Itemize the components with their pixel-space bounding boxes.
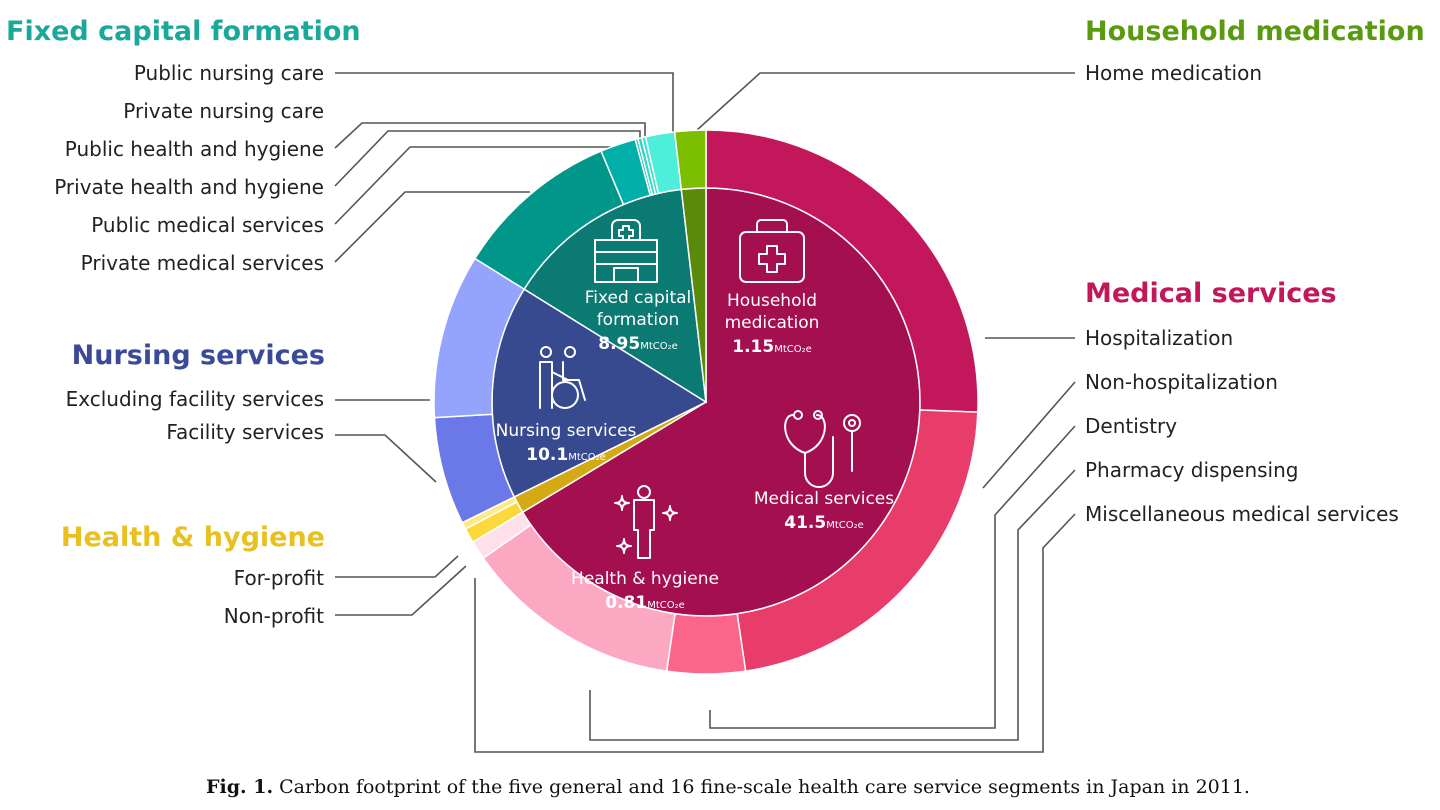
caption-text: Carbon footprint of the five general and… <box>279 776 1250 798</box>
outer-segment-home-medication <box>673 129 707 191</box>
label-excluding-facility-services: Excluding facility services <box>66 387 324 411</box>
group-title-medical-services: Medical services <box>1085 278 1337 309</box>
label-private-medical-services: Private medical services <box>81 251 324 275</box>
label-facility-services: Facility services <box>166 420 324 444</box>
inner-label-household-value: 1.15MtCO₂e <box>732 337 812 357</box>
leader-line <box>334 130 641 187</box>
inner-label-fixed-capital-name: formation <box>597 310 680 330</box>
inner-label-medical-value: 41.5MtCO₂e <box>784 513 864 533</box>
label-public-nursing-care: Public nursing care <box>134 61 324 85</box>
label-home-medication: Home medication <box>1085 61 1262 85</box>
leader-line <box>335 434 437 483</box>
label-miscellaneous-medical-services: Miscellaneous medical services <box>1085 502 1399 526</box>
caption-label: Fig. 1. <box>206 776 274 798</box>
label-pharmacy-dispensing: Pharmacy dispensing <box>1085 458 1299 482</box>
inner-label-nursing-name: Nursing services <box>496 421 637 441</box>
label-for-profit: For-profit <box>234 566 325 590</box>
label-non-hospitalization: Non-hospitalization <box>1085 370 1278 394</box>
group-title-fixed-capital-formation: Fixed capital formation <box>6 16 361 47</box>
inner-label-health-value: 0.81MtCO₂e <box>605 593 685 613</box>
inner-label-nursing-value: 10.1MtCO₂e <box>526 445 606 465</box>
group-title-household-medication: Household medication <box>1085 16 1425 47</box>
medical-kit-icon <box>739 219 805 283</box>
outer-segment-dentistry <box>665 612 747 675</box>
leader-line <box>589 469 1076 741</box>
label-hospitalization: Hospitalization <box>1085 326 1233 350</box>
leader-line <box>982 381 1076 489</box>
group-title-nursing-services: Nursing services <box>72 340 325 371</box>
inner-label-household-name: Household <box>727 291 817 311</box>
leader-line <box>334 122 646 149</box>
leader-line <box>335 565 467 616</box>
hospital-icon <box>594 219 658 283</box>
label-non-profit: Non-profit <box>224 604 324 628</box>
label-public-medical-services: Public medical services <box>91 213 324 237</box>
leader-line <box>334 191 530 263</box>
label-private-nursing-care: Private nursing care <box>123 99 324 123</box>
leader-line <box>696 72 1075 131</box>
inner-label-household-name: medication <box>725 313 820 333</box>
group-title-health-hygiene: Health & hygiene <box>61 522 325 553</box>
inner-label-fixed-capital-value: 8.95MtCO₂e <box>598 334 678 354</box>
label-public-health-and-hygiene: Public health and hygiene <box>65 137 324 161</box>
wheelchair-icon <box>539 346 586 409</box>
inner-label-fixed-capital-name: Fixed capital <box>585 288 692 308</box>
stethoscope-icon <box>784 410 861 488</box>
sparkle-person-icon <box>614 485 678 559</box>
label-dentistry: Dentistry <box>1085 414 1177 438</box>
leader-lines <box>334 72 1076 753</box>
inner-label-health-name: Health & hygiene <box>571 569 719 589</box>
leader-line <box>335 72 674 133</box>
leader-line <box>474 513 1076 753</box>
label-private-health-and-hygiene: Private health and hygiene <box>54 175 324 199</box>
figure-caption: Fig. 1. Carbon footprint of the five gen… <box>0 776 1440 798</box>
inner-label-medical-name: Medical services <box>754 489 894 509</box>
leader-line <box>335 555 459 578</box>
leader-line <box>709 425 1076 729</box>
